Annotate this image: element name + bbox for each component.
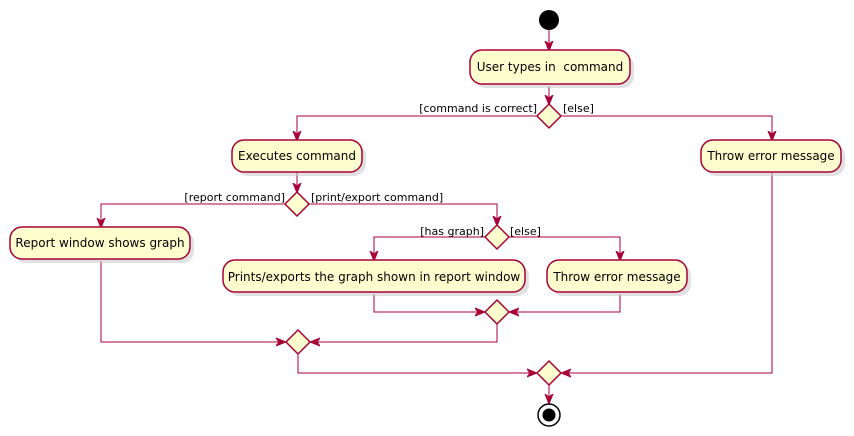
flow-throw-error-2-to-merge <box>510 294 621 312</box>
guard-report-command: [report command] <box>184 191 285 204</box>
activity-prints-exports: Prints/exports the graph shown in report… <box>222 259 529 296</box>
activity-report-window: Report window shows graph <box>9 226 194 263</box>
flow-print-to-decision <box>309 203 497 225</box>
activity-throw-error-label: Throw error message <box>706 149 834 163</box>
flow-throw-error-to-final-merge <box>562 172 773 373</box>
merge-print-branches <box>483 298 511 326</box>
flow-has-graph-to-prints <box>374 236 485 260</box>
activity-report-window-label: Report window shows graph <box>15 236 184 250</box>
merge-command-branches <box>284 328 312 356</box>
flow-merge-to-merge <box>311 324 498 342</box>
flow-report-to-window <box>101 203 285 227</box>
activity-throw-error-2-label: Throw error message <box>552 270 680 284</box>
guard-print-export-command: [print/export command] <box>311 191 443 204</box>
end-node <box>537 403 561 427</box>
flow-correct-to-executes <box>297 115 537 140</box>
guard-else-1: [else] <box>563 102 594 115</box>
decision-command-type <box>283 190 311 218</box>
start-node <box>539 10 559 30</box>
guard-else-2: [else] <box>510 225 541 238</box>
decision-command-correct <box>535 102 563 130</box>
flow-merge-to-final-merge <box>297 354 536 373</box>
merge-final <box>535 359 563 387</box>
activity-throw-error-message-2: Throw error message <box>546 259 691 296</box>
flow-lines <box>101 30 772 403</box>
decision-has-graph <box>483 223 511 251</box>
activity-user-types: User types in command <box>469 49 634 88</box>
flow-report-window-to-merge <box>100 261 285 342</box>
activity-executes-label: Executes command <box>238 149 356 163</box>
flow-else-to-throw-error <box>561 115 772 140</box>
flow-prints-to-merge <box>373 294 484 312</box>
guard-has-graph: [has graph] <box>420 225 484 238</box>
activity-user-types-label: User types in command <box>477 60 624 74</box>
activity-executes-command: Executes command <box>231 139 366 176</box>
guard-command-correct: [command is correct] <box>419 102 537 115</box>
flow-else-to-throw-error-2 <box>509 236 620 260</box>
activity-prints-exports-label: Prints/exports the graph shown in report… <box>228 270 521 284</box>
activity-throw-error-message: Throw error message <box>700 139 845 176</box>
